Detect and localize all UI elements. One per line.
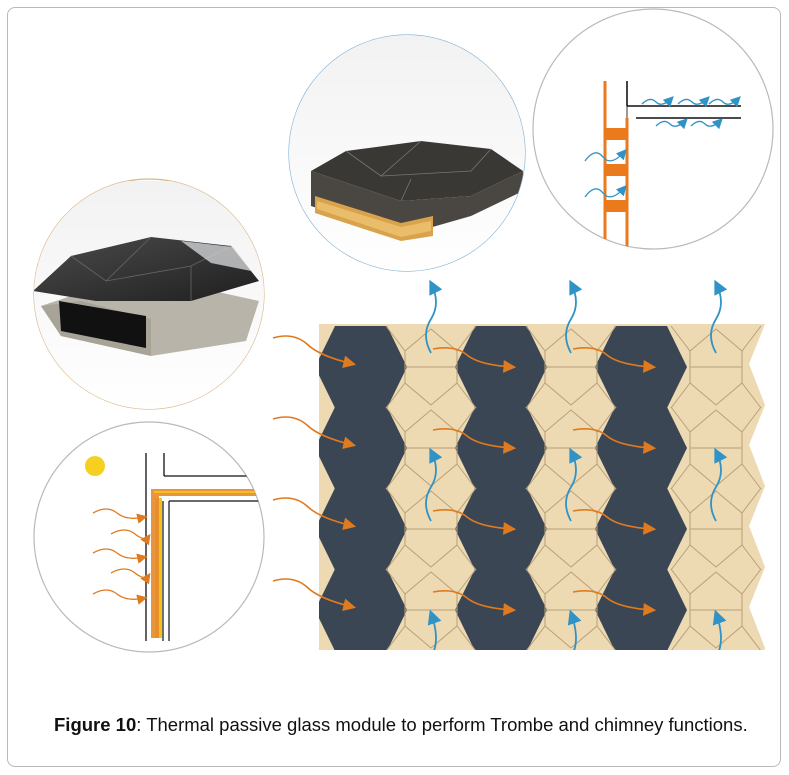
light-hex-facet: [670, 325, 691, 352]
air-flow-arrow-icon: [425, 447, 443, 522]
trombe-day-circle: [33, 421, 265, 653]
light-hex-facet: [670, 487, 691, 514]
light-hex-facet: [526, 625, 546, 650]
light-hex-facet: [741, 406, 762, 433]
grid-edge-notch: [749, 324, 765, 405]
light-hex-facet: [741, 544, 762, 571]
light-hex-facet: [456, 406, 477, 433]
light-hex-facet: [596, 544, 617, 571]
light-hex-facet: [596, 463, 617, 490]
chimney-night-circle: [532, 8, 774, 250]
heat-flow-arrow-icon: [272, 497, 357, 531]
heat-flow-arrow-icon: [272, 335, 357, 369]
light-hex-facet: [385, 463, 406, 490]
heat-flow-arrow-icon: [272, 416, 357, 450]
air-flow-arrow-icon: [712, 609, 727, 650]
light-hex-facet: [596, 406, 617, 433]
air-flow-arrow-icon: [565, 447, 583, 522]
light-hex-facet: [596, 487, 617, 514]
grid-edge-notch: [749, 486, 765, 567]
light-hex-facet: [385, 487, 406, 514]
light-hex-facet: [385, 568, 406, 595]
sun-icon: [85, 456, 105, 476]
grid-edge-notch: [764, 648, 765, 650]
light-hex-facet: [741, 568, 762, 595]
light-hex-facet: [456, 382, 477, 409]
module-cutaway-circle: [288, 34, 526, 272]
air-flow-arrow-icon: [567, 609, 582, 650]
light-hex-facet: [741, 382, 762, 409]
heat-flow-arrow-icon: [272, 578, 357, 612]
light-hex-facet: [741, 625, 761, 650]
air-flow-arrow-icon: [710, 447, 728, 522]
light-hex-facet: [525, 487, 546, 514]
dark-hex-tile: [319, 488, 407, 570]
caption-label: Figure 10: [54, 714, 137, 735]
light-hex-facet: [741, 463, 762, 490]
light-hex-facet: [385, 325, 406, 352]
air-flow-arrow-icon: [427, 609, 442, 650]
dark-hex-tile: [319, 326, 407, 408]
heat-flow-arrows: [272, 279, 728, 612]
light-hex-facet: [670, 382, 691, 409]
dark-hex-tile: [595, 488, 687, 570]
light-hex-facet: [596, 568, 617, 595]
light-hex-facet: [596, 625, 616, 650]
figure-frame: Figure 10: Thermal passive glass module …: [7, 7, 781, 767]
figure-caption: Figure 10: Thermal passive glass module …: [54, 712, 774, 737]
air-flow-arrow-icon: [710, 279, 728, 354]
dark-hex-tile: [595, 326, 687, 408]
dark-hex-tile: [319, 569, 407, 650]
air-flow-arrow-icon: [565, 279, 583, 354]
light-hex-facet: [670, 568, 691, 595]
module-render-circle: [33, 178, 265, 410]
light-hex-facet: [456, 568, 477, 595]
light-hex-facet: [670, 463, 691, 490]
light-hex-facet: [525, 406, 546, 433]
light-hex-facet: [385, 544, 406, 571]
grid-edge-notch: [749, 567, 765, 648]
light-hex-facet: [525, 568, 546, 595]
light-hex-facet: [525, 544, 546, 571]
light-hex-facet: [525, 382, 546, 409]
figure-illustration: [33, 8, 774, 653]
heat-flow-arrow-icon: [572, 590, 657, 616]
dark-hex-tile: [319, 407, 407, 489]
light-hex-facet: [456, 325, 477, 352]
light-hex-facet: [525, 463, 546, 490]
hex-module-grid: [319, 324, 765, 650]
heat-flow-arrow-icon: [432, 590, 517, 616]
grid-edge-notch: [749, 405, 765, 486]
heat-flow-arrow-icon: [432, 428, 517, 454]
light-hex-facet: [525, 325, 546, 352]
caption-text: : Thermal passive glass module to perfor…: [136, 714, 748, 735]
heat-flow-arrow-icon: [572, 509, 657, 535]
heat-flow-arrow-icon: [432, 347, 517, 373]
air-flow-arrow-icon: [425, 279, 443, 354]
light-hex-facet: [670, 406, 691, 433]
light-hex-facet: [596, 382, 617, 409]
light-hex-facet: [386, 625, 406, 650]
light-hex-facet: [385, 382, 406, 409]
light-hex-facet: [385, 406, 406, 433]
heat-flow-arrow-icon: [432, 509, 517, 535]
light-hex-facet: [456, 487, 477, 514]
dark-hex-tile: [595, 407, 687, 489]
light-hex-facet: [741, 325, 762, 352]
light-hex-facet: [670, 544, 691, 571]
heat-flow-arrow-icon: [572, 428, 657, 454]
light-hex-facet: [456, 625, 476, 650]
light-hex-facet: [596, 325, 617, 352]
dark-hex-tile: [455, 326, 547, 408]
light-hex-facet: [456, 463, 477, 490]
dark-hex-tile: [455, 407, 547, 489]
dark-hex-tile: [455, 488, 547, 570]
light-hex-facet: [671, 625, 691, 650]
light-hex-facet: [741, 487, 762, 514]
light-hex-facet: [456, 544, 477, 571]
heat-flow-arrow-icon: [572, 347, 657, 373]
